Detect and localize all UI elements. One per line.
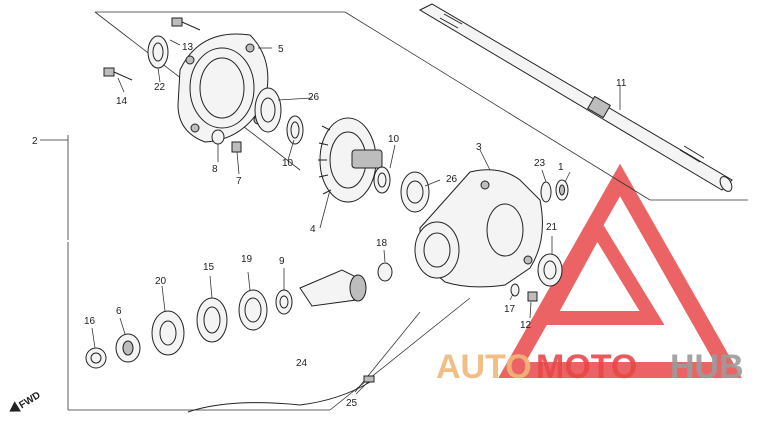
shim-9 xyxy=(275,289,293,315)
bearing-26-lower xyxy=(400,171,430,213)
callout-10-upper: 10 xyxy=(282,158,294,169)
callout-3: 3 xyxy=(476,142,482,153)
callout-labels: 2 5 13 22 14 26 10 8 7 4 10 26 3 11 23 1… xyxy=(32,42,627,409)
callout-13: 13 xyxy=(182,42,194,53)
bearing-19 xyxy=(238,289,268,331)
collar-18 xyxy=(377,262,393,282)
fwd-arrow: FWD xyxy=(9,390,43,412)
watermark-moto: MOTO xyxy=(536,348,637,386)
callout-1: 1 xyxy=(558,162,564,173)
callout-14: 14 xyxy=(116,96,128,107)
callout-24: 24 xyxy=(296,358,308,369)
callout-12: 12 xyxy=(520,320,532,331)
callout-2: 2 xyxy=(32,136,38,147)
callout-22: 22 xyxy=(154,82,166,93)
callout-6: 6 xyxy=(116,306,122,317)
callout-10-lower: 10 xyxy=(388,134,400,145)
callout-26-upper: 26 xyxy=(308,92,320,103)
callout-23: 23 xyxy=(534,158,546,169)
callout-11: 11 xyxy=(616,78,627,89)
callout-26-lower: 26 xyxy=(446,174,458,185)
callout-7: 7 xyxy=(236,176,242,187)
breather-tube xyxy=(187,375,375,413)
washer-8 xyxy=(211,129,225,145)
leader-lines xyxy=(40,39,621,395)
watermark-logo xyxy=(498,163,742,378)
plug-7 xyxy=(231,141,242,153)
oil-seal-21 xyxy=(537,253,563,287)
nut-16 xyxy=(85,347,107,369)
callout-19: 19 xyxy=(241,254,253,265)
washer-17 xyxy=(510,283,520,297)
spline-coupling-6 xyxy=(115,333,141,363)
bearing-15 xyxy=(196,297,228,343)
watermark-text: AUTO MOTO HUB xyxy=(436,348,744,386)
oil-seal-22 xyxy=(147,35,169,69)
seal-23 xyxy=(540,181,552,203)
housing-cover xyxy=(177,33,269,143)
callout-21: 21 xyxy=(546,222,558,233)
cap-1 xyxy=(555,179,569,201)
final-drive-case xyxy=(414,169,543,288)
callout-15: 15 xyxy=(203,262,215,273)
callout-4: 4 xyxy=(310,224,316,235)
watermark-auto: AUTO xyxy=(436,348,532,386)
callout-8: 8 xyxy=(212,164,218,175)
callout-17: 17 xyxy=(504,304,516,315)
pinion-gear xyxy=(299,269,367,307)
callout-20: 20 xyxy=(155,276,167,287)
oil-seal-20 xyxy=(151,310,185,356)
bolt-12 xyxy=(527,291,538,302)
callout-5: 5 xyxy=(278,44,284,55)
shim-10-upper xyxy=(286,115,304,145)
ring-gear-4 xyxy=(318,117,383,203)
callout-18: 18 xyxy=(376,238,388,249)
callout-16: 16 xyxy=(84,316,96,327)
bearing-26-upper xyxy=(254,87,282,133)
fwd-label: FWD xyxy=(17,390,42,411)
bolt-13 xyxy=(171,17,201,31)
watermark-triangle-inner xyxy=(536,214,665,325)
drive-shaft xyxy=(418,3,733,192)
bolt-14 xyxy=(103,67,133,81)
callout-25: 25 xyxy=(346,398,358,409)
callout-9: 9 xyxy=(279,256,285,267)
watermark-hub: HUB xyxy=(670,348,744,386)
shim-10-lower xyxy=(373,166,391,194)
